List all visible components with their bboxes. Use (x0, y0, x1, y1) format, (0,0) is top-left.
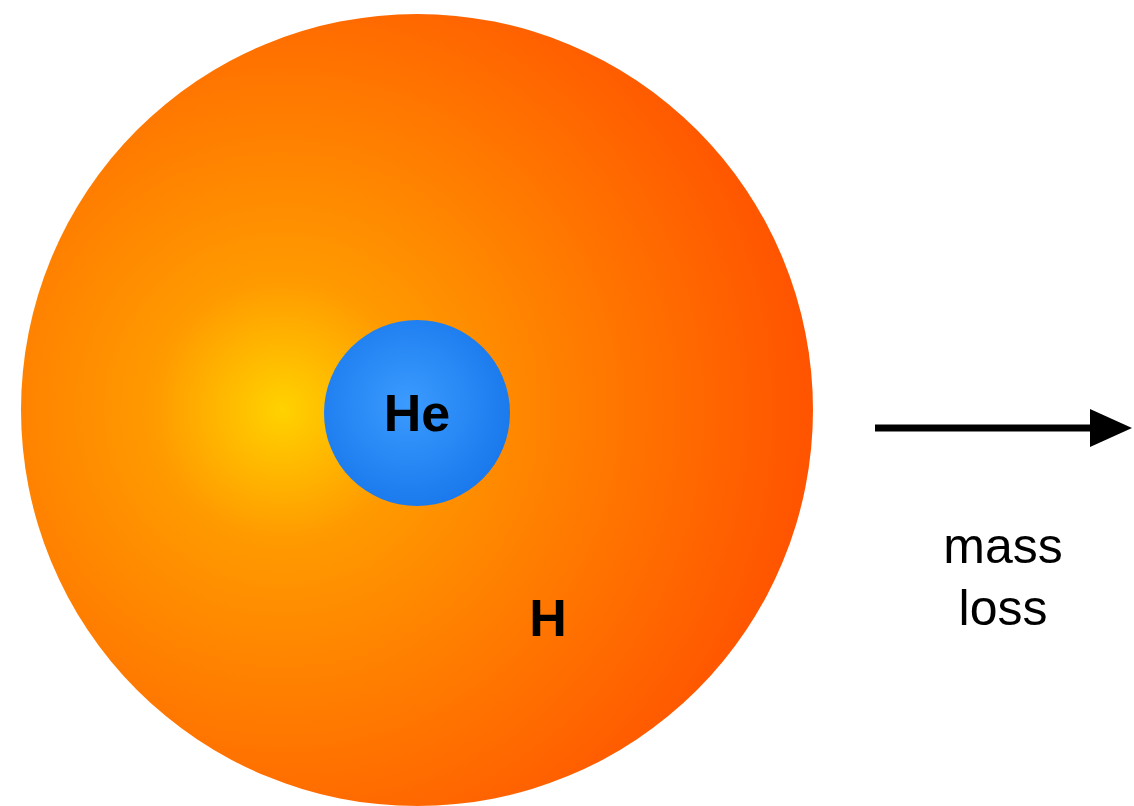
process-label: mass loss (918, 515, 1088, 639)
star-envelope: H He (21, 14, 813, 806)
element-label: He (384, 387, 450, 439)
arrow-head (1090, 409, 1132, 447)
arrow-shaft (875, 425, 1100, 432)
helium-core: He (324, 320, 510, 506)
element-label: H (529, 592, 567, 644)
